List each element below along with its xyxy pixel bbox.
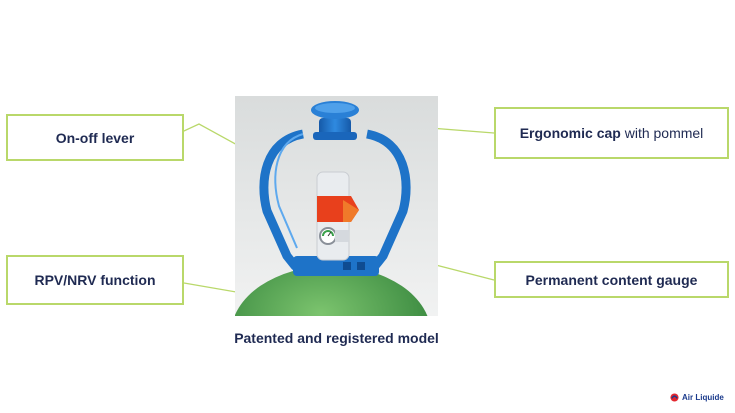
callout-rpv-nrv-function: RPV/NRV function	[6, 255, 184, 305]
callout-lever-label: On-off lever	[55, 129, 135, 146]
guard-base	[293, 256, 379, 276]
callout-on-off-lever: On-off lever	[6, 114, 184, 161]
callout-permanent-content-gauge: Permanent content gauge	[494, 261, 729, 298]
photo-caption: Patented and registered model	[234, 330, 439, 346]
callout-gauge-label: Permanent content gauge	[525, 271, 698, 288]
air-liquide-logo: Air Liquide	[670, 393, 724, 402]
cylinder	[235, 266, 428, 316]
product-photo	[235, 96, 438, 316]
callout-rpv-label: RPV/NRV function	[34, 272, 156, 288]
air-liquide-logo-icon	[670, 393, 679, 402]
air-liquide-logo-text: Air Liquide	[682, 393, 724, 402]
callout-cap-rest: with pommel	[620, 125, 704, 141]
callout-ergonomic-cap: Ergonomic cap with pommel	[494, 107, 729, 159]
callout-cap-label: Ergonomic cap	[519, 125, 621, 141]
